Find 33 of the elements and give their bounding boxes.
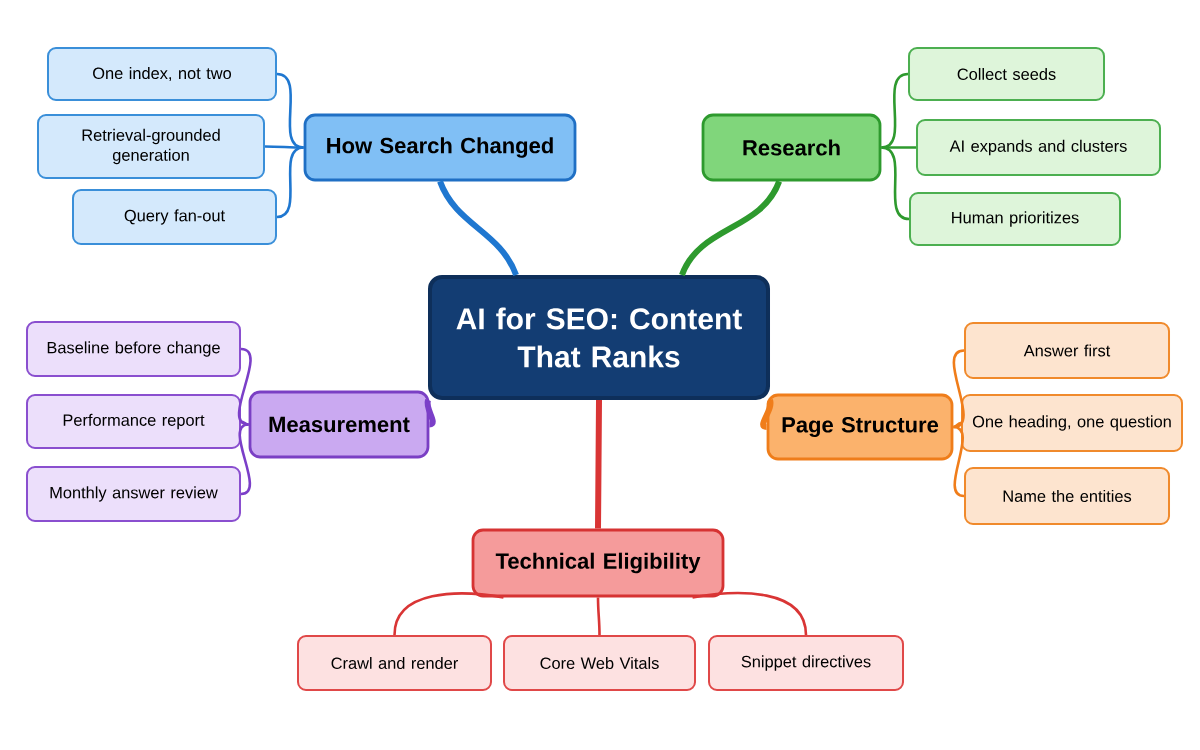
branch-box: Technical Eligibility bbox=[471, 528, 725, 598]
leaf-box: Query fan-out bbox=[72, 189, 277, 245]
connector bbox=[240, 420, 249, 426]
leaf-box: Answer first bbox=[964, 322, 1170, 379]
leaf-box: Human prioritizes bbox=[909, 192, 1121, 246]
leaf-box: Core Web Vitals bbox=[503, 635, 696, 691]
leaf-box: Snippet directives bbox=[708, 635, 904, 691]
connector bbox=[760, 399, 774, 430]
connector bbox=[596, 597, 601, 635]
central-topic-box: AI for SEO: Content That Ranks bbox=[428, 275, 770, 400]
leaf-box: Name the entities bbox=[964, 467, 1170, 525]
connector bbox=[595, 399, 602, 529]
leaf-box: One heading, one question bbox=[961, 394, 1183, 452]
leaf-box: One index, not two bbox=[47, 47, 277, 101]
connector bbox=[424, 399, 436, 428]
branch-box: Measurement bbox=[248, 390, 430, 459]
leaf-box: Crawl and render bbox=[297, 635, 492, 691]
leaf-box: Baseline before change bbox=[26, 321, 241, 377]
connector bbox=[952, 421, 962, 429]
connector bbox=[692, 591, 808, 636]
branch-box: Research bbox=[701, 113, 882, 182]
connector bbox=[237, 347, 252, 426]
leaf-box: Performance report bbox=[26, 394, 241, 449]
leaf-box: AI expands and clusters bbox=[916, 119, 1161, 176]
connector bbox=[679, 180, 782, 277]
connector bbox=[881, 146, 910, 221]
leaf-box: Retrieval-grounded generation bbox=[37, 114, 265, 179]
leaf-box: Monthly answer review bbox=[26, 466, 241, 522]
connector bbox=[393, 592, 504, 636]
branch-box: How Search Changed bbox=[303, 113, 577, 182]
branch-box: Page Structure bbox=[766, 393, 954, 461]
leaf-box: Collect seeds bbox=[908, 47, 1105, 101]
connector bbox=[437, 180, 519, 277]
